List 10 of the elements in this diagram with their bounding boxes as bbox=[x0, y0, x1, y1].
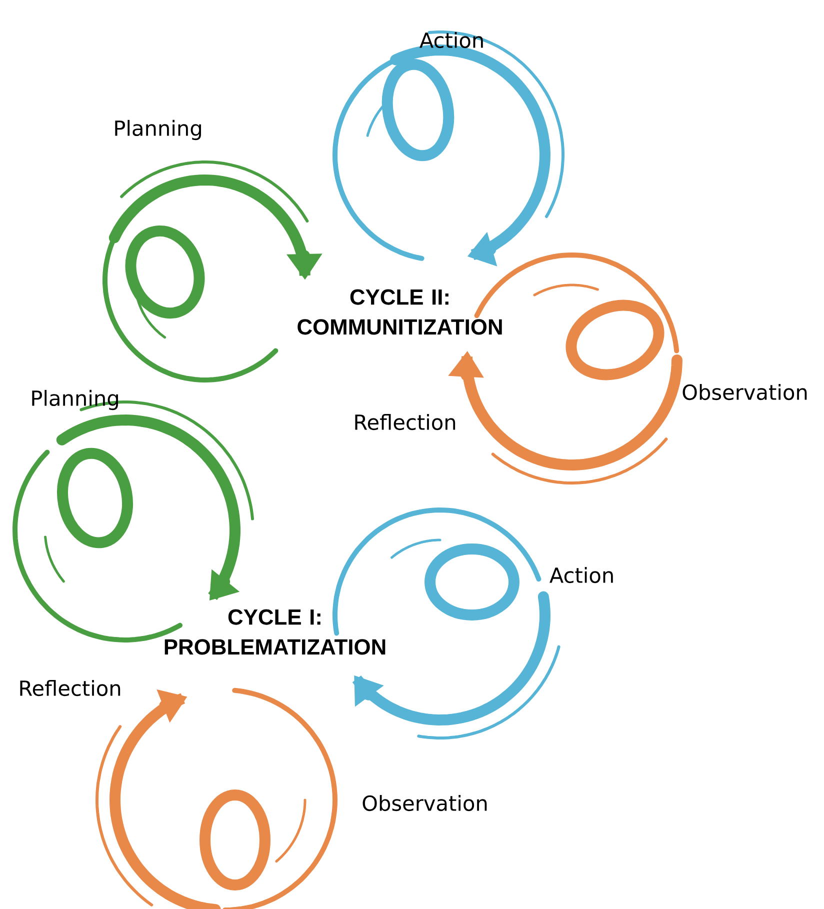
cycle-title: CYCLE II: COMMUNITIZATION bbox=[298, 289, 502, 335]
stage-label: Planning bbox=[32, 390, 118, 410]
stage-label: Reflection bbox=[355, 414, 456, 430]
stage-label: Action bbox=[550, 566, 613, 584]
stage-label: Planning bbox=[115, 120, 201, 140]
stage-label: Observation bbox=[362, 794, 487, 812]
cycle-title: CYCLE I: PROBLEMATIZATION bbox=[164, 609, 386, 655]
stage-label: Action bbox=[420, 32, 483, 48]
stage-label: Reflection bbox=[20, 680, 120, 696]
stage-label: Observation bbox=[682, 384, 807, 400]
